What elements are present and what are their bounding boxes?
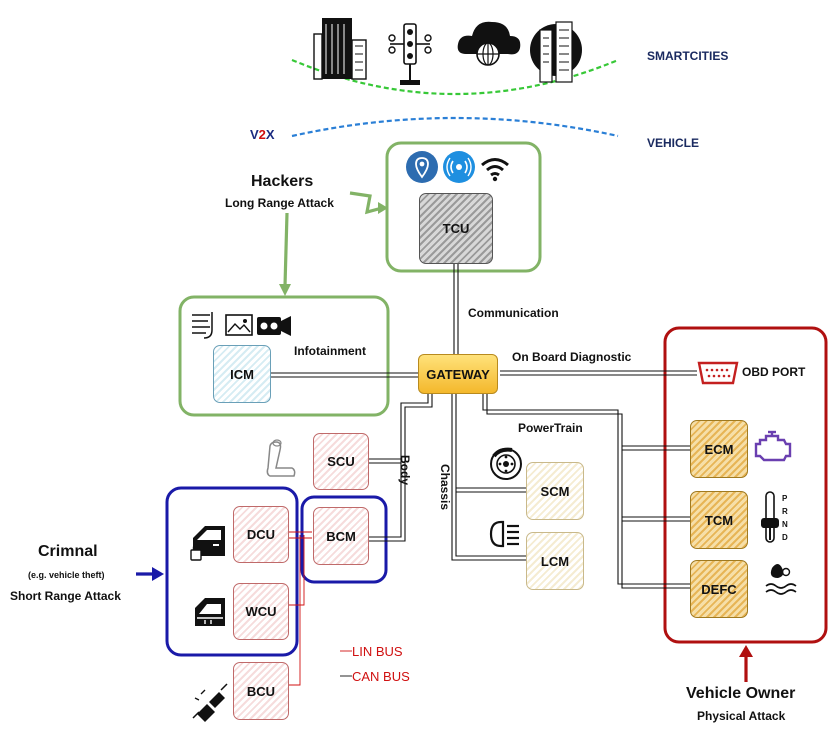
dcu-node: DCU — [233, 506, 289, 563]
long-range-label: Long Range Attack — [225, 196, 334, 210]
seatbelt-icon — [192, 683, 228, 722]
owner-arrow-head — [739, 645, 753, 657]
v2x-label: V2X — [250, 127, 275, 142]
image-icon — [225, 314, 253, 336]
camera-icon — [257, 316, 291, 336]
gear-d-label: D — [782, 533, 788, 542]
cloud-globe-icon — [457, 21, 521, 66]
communication-label: Communication — [468, 306, 559, 320]
building-icon — [313, 18, 367, 80]
hacker-arrow-icm-head — [279, 284, 291, 296]
scm-node: SCM — [526, 462, 584, 520]
scu-node: SCU — [313, 433, 369, 490]
bcm-node: BCM — [313, 507, 369, 565]
skyscraper-icon — [530, 21, 582, 83]
gear-p-label: P — [782, 494, 788, 503]
v2x-2: 2 — [258, 127, 266, 142]
chassis-label: Chassis — [438, 464, 452, 511]
brake-disc-icon — [490, 447, 522, 480]
car-seat-icon — [266, 439, 296, 477]
vehicle-label: VEHICLE — [647, 136, 700, 150]
obd-diagnostic-label: On Board Diagnostic — [512, 350, 632, 364]
bus-chassis-a — [451, 394, 530, 561]
obd-port-label: OBD PORT — [742, 365, 806, 379]
broadcast-icon — [443, 151, 475, 183]
bus-chassis-b — [455, 394, 530, 557]
headlight-icon — [489, 520, 519, 548]
tcu-node: TCU — [419, 193, 493, 264]
hacker-arrow-icm — [283, 212, 289, 287]
lin-bus-label: LIN BUS — [352, 644, 403, 659]
car-door-icon — [190, 526, 225, 561]
bus-body-a — [366, 394, 429, 538]
physical-zone — [663, 326, 828, 644]
lin-bus-dcu — [288, 535, 301, 686]
car-window-icon — [195, 598, 225, 626]
tcm-node: TCM — [690, 491, 748, 549]
traffic-light-icon — [388, 23, 432, 85]
hacker-arrow-tcu — [349, 191, 383, 215]
short-range-label: Short Range Attack — [10, 589, 121, 603]
menu-icon — [192, 312, 213, 339]
infotainment-zone — [178, 295, 390, 417]
criminal-label: Crimnal — [38, 543, 98, 560]
bcu-node: BCU — [233, 662, 289, 720]
gear-shift-icon — [761, 491, 779, 543]
smartcity-arc — [291, 58, 619, 96]
gear-n-label: N — [782, 520, 788, 529]
physical-attack-label: Physical Attack — [697, 709, 786, 723]
v2x-arc — [291, 116, 619, 138]
gear-r-label: R — [782, 507, 788, 516]
short-range-zone — [165, 486, 299, 657]
gateway-node: GATEWAY — [418, 354, 498, 394]
criminal-sub-label: (e.g. vehicle theft) — [28, 570, 105, 580]
smartcities-label: SMARTCITIES — [647, 49, 729, 63]
criminal-arrow-head — [152, 567, 164, 581]
tcu-zone — [385, 141, 542, 273]
location-pin-icon — [406, 151, 438, 183]
wifi-icon — [481, 158, 509, 182]
icm-node: ICM — [213, 345, 271, 403]
infotainment-label: Infotainment — [294, 344, 366, 358]
v2x-v: V — [250, 127, 259, 142]
v2x-x: X — [265, 127, 275, 142]
def-fluid-icon — [765, 564, 797, 595]
lin-bus-wcu — [288, 535, 305, 606]
owner-label: Vehicle Owner — [686, 685, 796, 702]
hacker-arrow-tcu-head — [378, 202, 388, 214]
body-label: Body — [398, 455, 412, 485]
powertrain-label: PowerTrain — [518, 421, 583, 435]
defc-node: DEFC — [690, 560, 748, 618]
bus-pt-b — [486, 394, 690, 589]
hackers-label: Hackers — [251, 173, 314, 190]
obd-connector-icon — [697, 361, 739, 385]
bus-body-b — [366, 394, 433, 542]
engine-icon — [754, 430, 792, 462]
ecm-node: ECM — [690, 420, 748, 478]
bus-pt-a — [482, 394, 690, 585]
lcm-node: LCM — [526, 532, 584, 590]
bcm-zone — [300, 495, 388, 584]
wcu-node: WCU — [233, 583, 289, 640]
can-bus-label: CAN BUS — [352, 669, 410, 684]
